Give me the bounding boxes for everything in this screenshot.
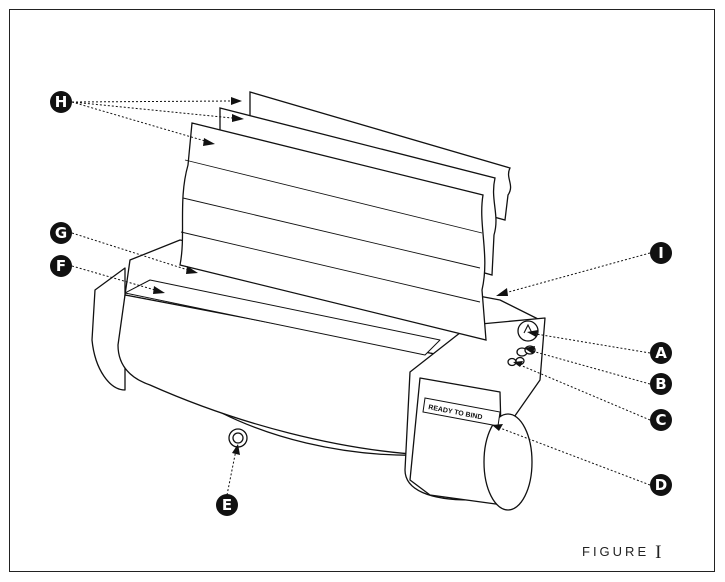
figure-frame bbox=[9, 9, 715, 572]
power-button-icon bbox=[517, 320, 539, 342]
callout-f: F bbox=[50, 255, 72, 277]
figure-caption-number: I bbox=[655, 542, 662, 563]
output-tray bbox=[124, 279, 441, 356]
figure-caption-word: FIGURE bbox=[582, 544, 650, 559]
callout-d: D bbox=[650, 474, 672, 496]
callout-a: A bbox=[650, 342, 672, 364]
callout-g: G bbox=[50, 222, 72, 244]
callout-c: C bbox=[650, 409, 672, 431]
callout-e: E bbox=[216, 494, 238, 516]
right-cylinder-end bbox=[483, 413, 533, 511]
callout-h: H bbox=[50, 91, 72, 113]
callout-b: B bbox=[650, 373, 672, 395]
left-end-cap bbox=[91, 267, 126, 391]
callout-i: I bbox=[650, 242, 672, 264]
figure-caption: FIGURE I bbox=[582, 542, 661, 564]
